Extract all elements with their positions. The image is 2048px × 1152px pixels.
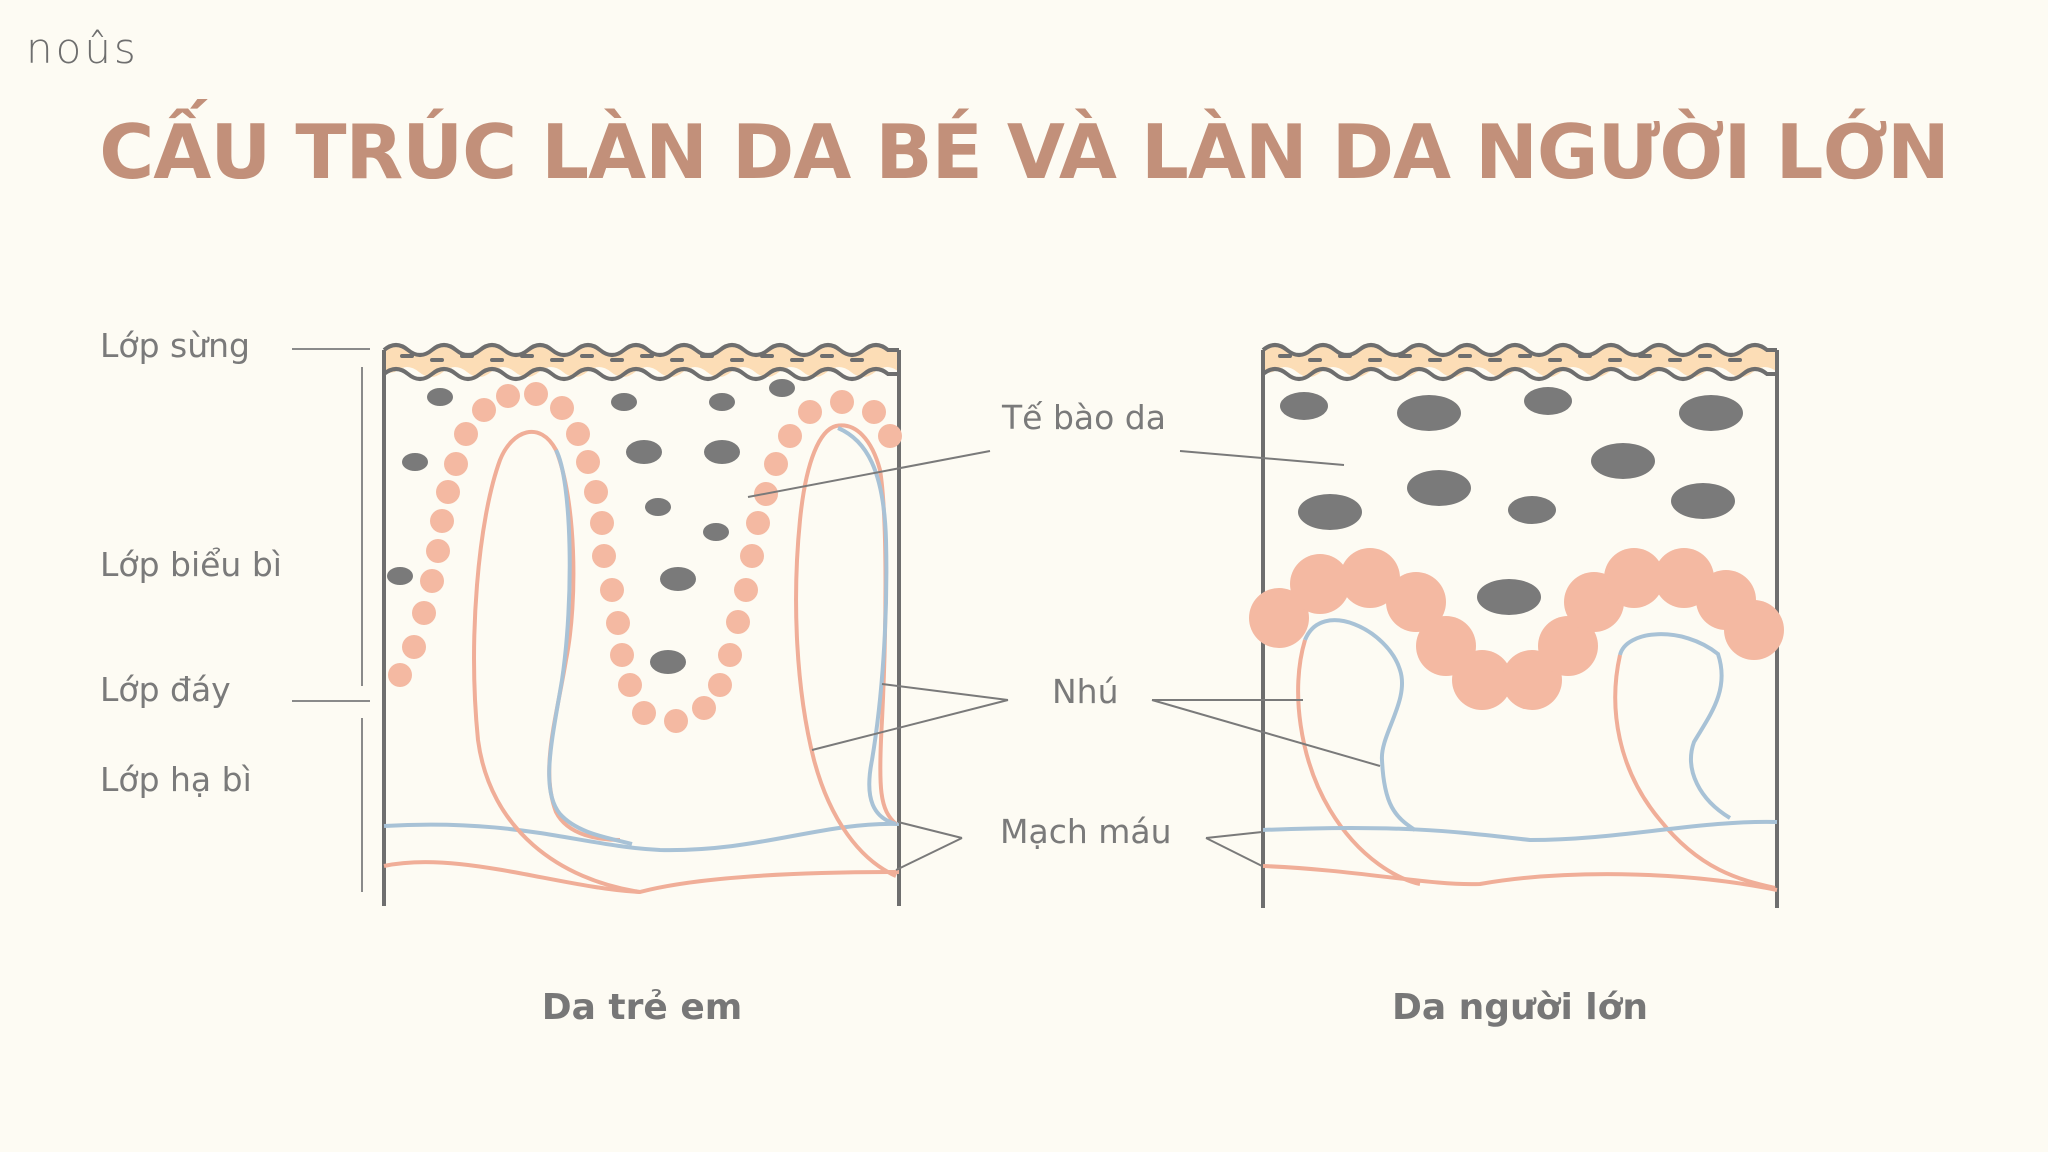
child-basal-cells — [388, 382, 902, 733]
adult-horny-boundary — [1261, 367, 1777, 381]
label-epidermis: Lớp biểu bì — [100, 545, 282, 584]
label-stratum-corneum: Lớp sừng — [100, 326, 250, 365]
adult-horny-dashes — [1278, 354, 1742, 362]
adult-horny-layer — [1263, 345, 1777, 377]
adult-papilla-loop2-blue — [1618, 632, 1732, 820]
adult-skin-cells — [1280, 387, 1743, 615]
child-skin-block — [382, 343, 902, 906]
caption-child-skin: Da trẻ em — [541, 987, 743, 1028]
adult-vessel-red — [1262, 864, 1778, 892]
adult-skin-block — [1249, 343, 1784, 908]
label-basal-layer: Lớp đáy — [100, 670, 231, 709]
callout-skin-cells: Tế bào da — [1002, 398, 1166, 437]
child-papilla-loop2-red — [794, 423, 898, 878]
child-vessel-red — [383, 860, 900, 895]
page-title: CẤU TRÚC LÀN DA BÉ VÀ LÀN DA NGƯỜI LỚN — [99, 108, 1950, 196]
label-dermis: Lớp hạ bì — [100, 760, 252, 799]
callout-blood-vessels: Mạch máu — [1000, 812, 1172, 851]
adult-papilla-loop-blue — [1303, 618, 1417, 832]
adult-vessel-blue — [1262, 819, 1778, 843]
callout-papilla: Nhú — [1052, 672, 1119, 711]
child-vessel-blue — [383, 821, 900, 853]
label-leaders — [292, 348, 370, 892]
adult-papilla-loop2-red — [1613, 654, 1776, 890]
callout-leaders — [747, 450, 1381, 871]
caption-adult-skin: Da người lớn — [1391, 987, 1649, 1028]
child-horny-layer — [384, 345, 899, 377]
child-papilla-loop2-blue — [837, 426, 897, 826]
child-horny-dashes — [400, 354, 864, 362]
brand-logo: noûs — [26, 24, 139, 73]
adult-basal-cells — [1249, 548, 1784, 710]
child-skin-cells — [387, 379, 795, 674]
child-horny-boundary — [382, 367, 899, 381]
child-papilla-loop-blue — [547, 449, 633, 846]
adult-papilla-loop-red — [1296, 639, 1421, 886]
